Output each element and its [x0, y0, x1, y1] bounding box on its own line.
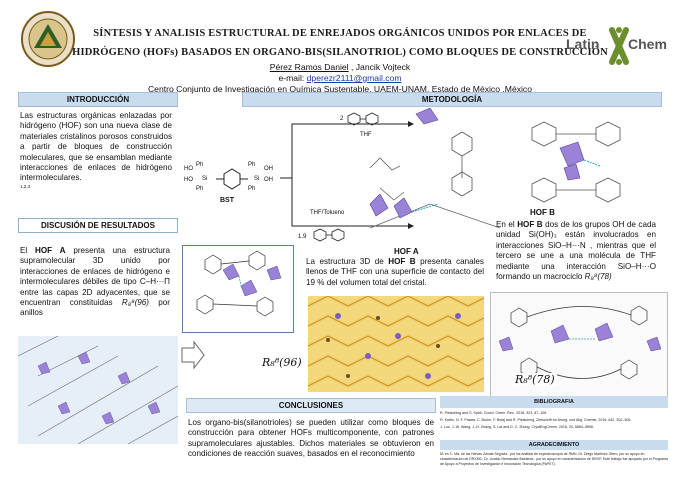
svg-text:BST: BST	[220, 197, 235, 204]
conclusiones-header: CONCLUSIONES	[186, 398, 436, 413]
bibliografia-item-3: J. Luo, J.-W. Wang, J.-H. Zhang, S. Lai …	[440, 425, 594, 429]
poster-title: SÍNTESIS Y ANALISIS ESTRUCTURAL DE ENREJ…	[0, 24, 680, 62]
email-label: e-mail:	[278, 73, 307, 83]
intro-divider	[18, 106, 178, 107]
agradecimiento-header: AGRADECIMIENTO	[440, 440, 668, 450]
logo-brand-right: Chem	[628, 36, 667, 52]
hof-a-label: HOF A	[394, 247, 419, 256]
discusion-header: DISCUSIÓN DE RESULTADOS	[18, 218, 178, 233]
intro-text: Las estructuras orgánicas enlazadas por …	[20, 111, 172, 190]
metodologia-header: METODOLOGÍA	[242, 92, 662, 107]
hof-a-text: La estructura 3D de HOF B presenta canal…	[306, 257, 484, 288]
hof-b-label: HOF B	[530, 208, 555, 217]
hof-a-packing-image	[307, 295, 485, 392]
hof-a-text-bold: HOF B	[388, 257, 416, 266]
svg-text:2: 2	[340, 116, 344, 122]
author-secondary: , Jancik Vojteck	[348, 62, 411, 72]
svg-text:HO: HO	[184, 166, 193, 172]
svg-text:Si: Si	[202, 176, 207, 182]
synthesis-scheme: HO HO Si Ph Ph Si Ph Ph OH OH BST 2 THF …	[184, 108, 621, 242]
latinxchem-logo: Latin Chem	[560, 26, 670, 66]
svg-text:THF: THF	[360, 132, 372, 138]
author-primary: Pérez Ramos Daniel	[269, 62, 349, 72]
svg-text:THF/Tolueno: THF/Tolueno	[310, 210, 345, 216]
author-email-link[interactable]: dperezr2111@gmail.com	[306, 73, 402, 83]
author-affiliation: Centro Conjunto de Investigación en Quím…	[147, 84, 533, 94]
ring-label-96: R₈⁸(96)	[262, 356, 302, 369]
hof-a-text-b: presenta canales llenos de THF con una s…	[306, 257, 484, 287]
discusion-text: El HOF A presenta una estructura supramo…	[20, 246, 170, 319]
author-names: Pérez Ramos Daniel , Jancik Vojteck	[0, 62, 680, 73]
svg-text:Si: Si	[254, 176, 259, 182]
intro-references: 1,2,3	[20, 183, 31, 189]
hof-b-text-bold: HOF B	[517, 220, 543, 229]
svg-text:1.9: 1.9	[298, 234, 307, 240]
hof-b-text-a: En el	[496, 220, 518, 229]
intro-header: INTRODUCCIÓN	[18, 92, 178, 107]
discusion-p1-bold: HOF A	[35, 246, 66, 255]
svg-text:OH: OH	[264, 177, 273, 183]
author-block: Pérez Ramos Daniel , Jancik Vojteck e-ma…	[0, 62, 680, 95]
university-seal-logo	[20, 10, 76, 68]
svg-text:Ph: Ph	[248, 162, 255, 168]
ring-label-inline-96: R₈⁸(96)	[121, 298, 149, 308]
hof-b-text-b: dos de los grupos OH de cada unidad Si(O…	[496, 220, 656, 282]
bibliografia-item-2: R. Krebs, N. F. Pasaw, C. Bruhn, F. Bela…	[440, 418, 632, 422]
discusion-p1-b: presenta una estructura supramolecular 3…	[20, 246, 170, 308]
conclusiones-text: Los organo-bis(silanotrioles) se pueden …	[188, 418, 434, 459]
author-email-line: e-mail: dperezr2111@gmail.com	[0, 73, 680, 84]
crystal-packing-image-left	[17, 335, 179, 445]
ring-label-78: R₈⁸(78)	[513, 373, 557, 386]
svg-text:Ph: Ph	[248, 186, 255, 192]
hof-b-text: En el HOF B dos de los grupos OH de cada…	[496, 220, 656, 282]
title-line-1: SÍNTESIS Y ANALISIS ESTRUCTURAL DE ENREJ…	[93, 28, 587, 39]
bibliografia-header: BIBLIOGRAFIA	[440, 396, 668, 408]
agradecimiento-text: M. en C. Ma. de las Nieves Zavala Segovi…	[440, 452, 668, 466]
title-line-2: HIDRÓGENO (HOFs) BASADOS EN ORGANO-BIS(S…	[72, 47, 608, 58]
bibliografia-list: R. Pietsching and S. Spirk, Coord. Chem.…	[440, 410, 668, 431]
hof-a-framework-figure	[182, 245, 294, 333]
ring-label-inline-78: R₈⁸(78)	[584, 272, 612, 282]
svg-text:Ph: Ph	[196, 162, 203, 168]
svg-text:Ph: Ph	[196, 186, 203, 192]
bibliografia-item-1: R. Pietsching and S. Spirk, Coord. Chem.…	[440, 411, 548, 415]
discusion-p1-a: El	[20, 246, 36, 255]
svg-text:HO: HO	[184, 177, 193, 183]
logo-brand-left: Latin	[566, 36, 600, 52]
hof-b-macrocycle-figure: R₈⁸(78)	[490, 292, 668, 398]
discusion-p1-c: por anillos	[20, 298, 170, 318]
hof-a-text-a: La estructura 3D de	[306, 257, 389, 266]
svg-text:OH: OH	[264, 166, 273, 172]
intro-paragraph: Las estructuras orgánicas enlazadas por …	[20, 111, 172, 183]
arrow-right-icon	[181, 340, 205, 370]
